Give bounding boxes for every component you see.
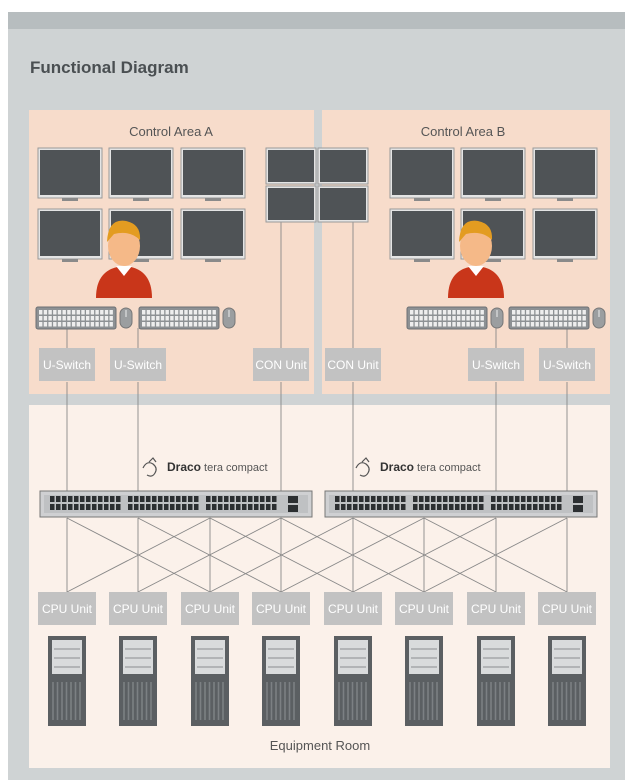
server-tower	[548, 636, 586, 726]
operator-group	[96, 220, 504, 298]
mouse	[592, 307, 606, 329]
con-unit-box: CON Unit	[325, 348, 381, 381]
cpu-unit-box-label: CPU Unit	[256, 602, 307, 616]
control-area-a-label: Control Area A	[129, 124, 213, 139]
mouse	[490, 307, 504, 329]
top-bar	[8, 12, 625, 29]
cable-line	[352, 517, 497, 593]
con-unit-box: CON Unit	[253, 348, 309, 381]
u-switch-box-label: U-Switch	[472, 358, 520, 372]
cpu-unit-box-label: CPU Unit	[42, 602, 93, 616]
cpu-unit-box: CPU Unit	[181, 592, 239, 625]
u-switch-box: U-Switch	[539, 348, 595, 381]
matrix-switch	[324, 490, 598, 518]
keyboard	[406, 306, 488, 330]
equipment-room-label: Equipment Room	[270, 738, 370, 753]
cable-line	[280, 517, 425, 593]
cpu-unit-box-label: CPU Unit	[399, 602, 450, 616]
page-title: Functional Diagram	[30, 58, 189, 77]
cpu-unit-box: CPU Unit	[538, 592, 596, 625]
video-wall-screen	[265, 147, 317, 185]
u-switch-box-label: U-Switch	[114, 358, 162, 372]
cpu-unit-box: CPU Unit	[109, 592, 167, 625]
cpu-unit-box: CPU Unit	[467, 592, 525, 625]
keyboard	[138, 306, 220, 330]
u-switch-box: U-Switch	[110, 348, 166, 381]
cable-line	[209, 517, 354, 593]
server-tower	[334, 636, 372, 726]
cable-line	[66, 517, 211, 593]
video-wall-screen	[265, 185, 317, 223]
keyboard	[35, 306, 117, 330]
mouse	[222, 307, 236, 329]
con-unit-box-label: CON Unit	[327, 358, 379, 372]
cpu-unit-box-label: CPU Unit	[471, 602, 522, 616]
monitor	[389, 208, 455, 262]
u-switch-box-label: U-Switch	[43, 358, 91, 372]
monitor	[532, 147, 598, 201]
cpu-unit-box: CPU Unit	[324, 592, 382, 625]
cpu-unit-box: CPU Unit	[395, 592, 453, 625]
equipment-room-panel	[29, 405, 610, 768]
cable-line	[423, 517, 568, 593]
monitor	[37, 147, 103, 201]
monitor	[180, 147, 246, 201]
server-tower	[119, 636, 157, 726]
monitor	[532, 208, 598, 262]
monitor	[460, 147, 526, 201]
cpu-unit-box-label: CPU Unit	[185, 602, 236, 616]
matrix-switch	[39, 490, 313, 518]
mouse	[119, 307, 133, 329]
cpu-unit-box: CPU Unit	[252, 592, 310, 625]
control-area-b-label: Control Area B	[421, 124, 506, 139]
monitor-group	[37, 147, 598, 262]
operator-avatar	[96, 220, 152, 298]
u-switch-box-label: U-Switch	[543, 358, 591, 372]
server-tower	[48, 636, 86, 726]
keyboard	[508, 306, 590, 330]
monitor	[37, 208, 103, 262]
cpu-unit-box: CPU Unit	[38, 592, 96, 625]
server-tower	[405, 636, 443, 726]
server-tower	[477, 636, 515, 726]
u-switch-box: U-Switch	[39, 348, 95, 381]
server-tower	[191, 636, 229, 726]
monitor	[389, 147, 455, 201]
brand-logo	[355, 457, 370, 477]
cpu-unit-box-label: CPU Unit	[328, 602, 379, 616]
video-wall-screen	[317, 147, 369, 185]
con-unit-box-label: CON Unit	[255, 358, 307, 372]
connection-lines	[66, 222, 568, 593]
monitor	[180, 208, 246, 262]
cpu-unit-box-label: CPU Unit	[542, 602, 593, 616]
monitor	[108, 147, 174, 201]
brand-logo	[142, 457, 157, 477]
operator-avatar	[448, 220, 504, 298]
u-switch-box: U-Switch	[468, 348, 524, 381]
cable-line	[137, 517, 282, 593]
server-group	[48, 636, 586, 726]
video-wall-screen	[317, 185, 369, 223]
unit-box-group: U-Switch U-Switch CON Unit CON Unit U-Switch…	[38, 348, 596, 625]
server-tower	[262, 636, 300, 726]
cpu-unit-box-label: CPU Unit	[113, 602, 164, 616]
keyboard-mouse-group	[35, 306, 606, 330]
